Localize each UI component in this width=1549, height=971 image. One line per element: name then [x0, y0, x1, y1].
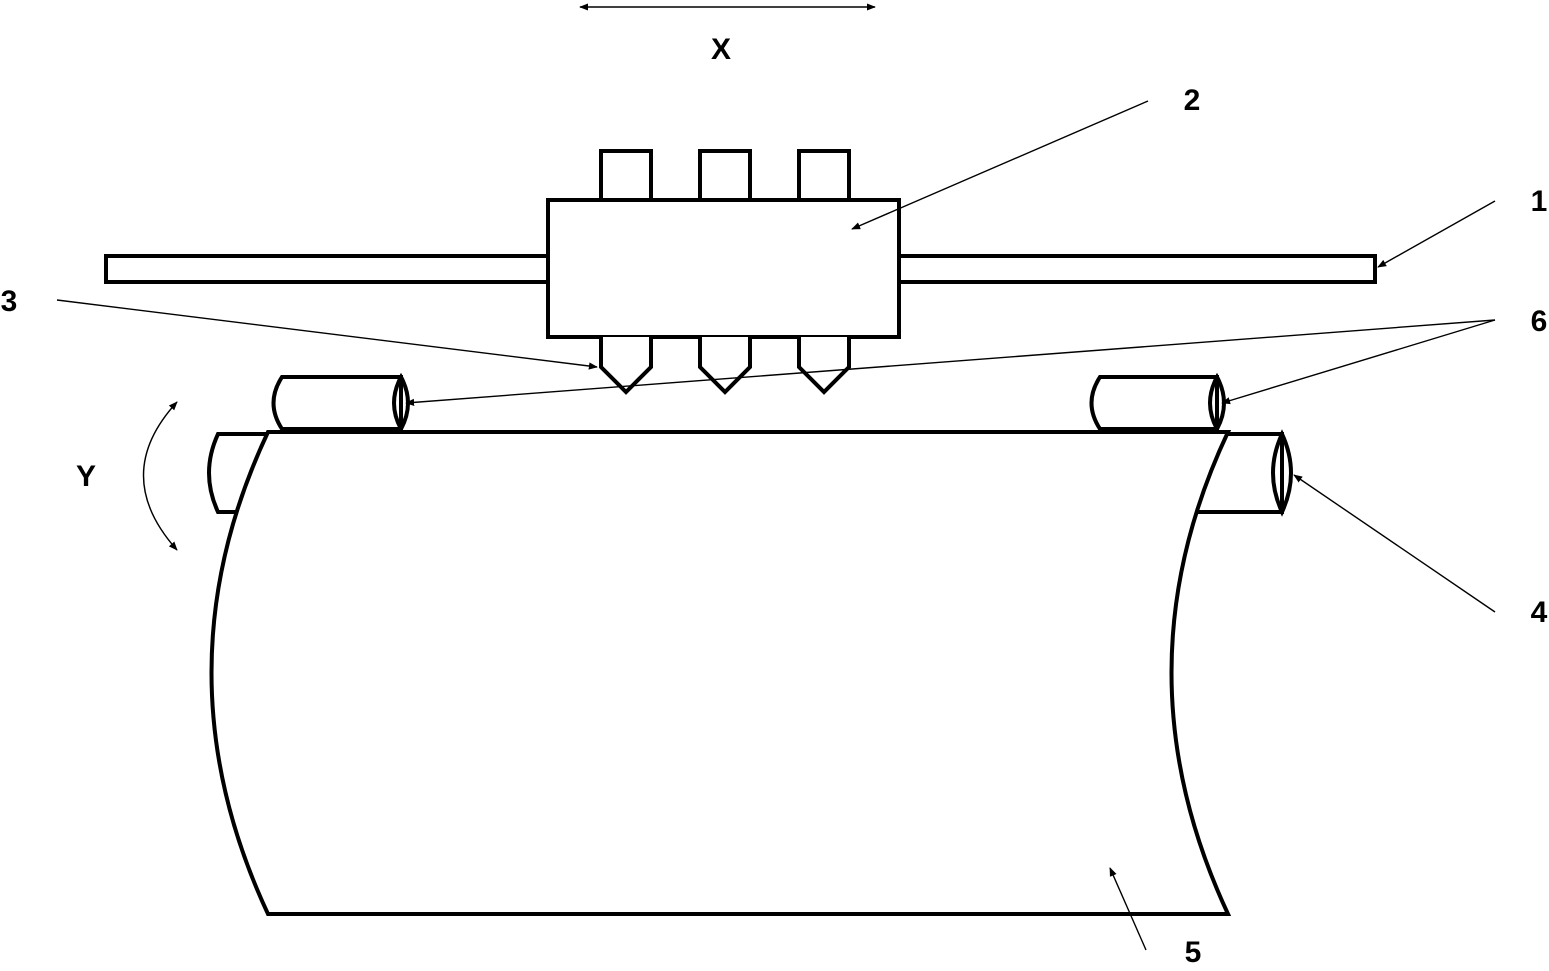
- leader-4: [1293, 474, 1496, 613]
- label-ref-3: 3: [1, 285, 18, 318]
- nozzle-top-1: [599, 149, 653, 205]
- nozzle-top-2: [698, 149, 752, 205]
- roller-right: [1089, 375, 1219, 431]
- leader-1: [1377, 200, 1496, 268]
- roller-right-end: [1208, 372, 1226, 434]
- nozzle-top-3: [797, 149, 851, 205]
- label-ref-2: 2: [1184, 84, 1201, 117]
- label-ref-6: 6: [1531, 305, 1548, 338]
- roller-left: [271, 375, 403, 431]
- label-ref-5: 5: [1185, 936, 1202, 969]
- leader-5: [1109, 867, 1147, 951]
- leader-6-left: [405, 319, 1496, 406]
- leader-2: [851, 100, 1149, 230]
- drum-body: [209, 430, 1232, 916]
- nozzle-tip-1: [599, 337, 653, 395]
- axle-right-end: [1271, 429, 1293, 517]
- label-ref-1: 1: [1531, 185, 1548, 218]
- roller-left-end: [392, 372, 410, 434]
- nozzle-tip-2: [698, 337, 752, 395]
- leader-6-right: [1221, 319, 1496, 405]
- leader-3: [56, 299, 598, 370]
- label-ref-4: 4: [1531, 596, 1548, 629]
- nozzle-tip-3: [797, 337, 851, 395]
- label-x-axis: X: [711, 33, 731, 66]
- label-y-axis: Y: [76, 460, 96, 493]
- y-rotation-arrow: [142, 401, 178, 551]
- print-head-carriage: [546, 198, 901, 339]
